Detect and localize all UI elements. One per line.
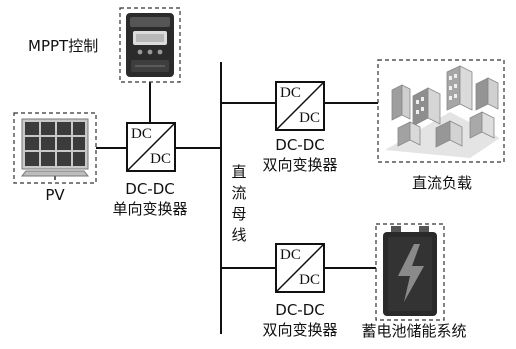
unidirectional-converter-box: DC DC	[126, 122, 176, 172]
converter-input-label: DC	[280, 247, 301, 263]
battery-converter-subtitle: 双向变换器	[262, 321, 338, 339]
city-buildings-icon	[377, 59, 505, 163]
lightning-bolt-icon	[398, 244, 424, 302]
battery-icon	[375, 223, 445, 321]
load-bidirectional-converter-box: DC DC	[275, 81, 325, 131]
converter-diagonal	[277, 83, 323, 129]
connection-lines	[96, 62, 378, 334]
pv-label: PV	[45, 186, 65, 204]
dc-load-label: 直流负载	[411, 174, 472, 192]
battery-converter-title: DC-DC	[275, 301, 325, 319]
dc-bus-label: 直 流 母 线	[230, 162, 248, 246]
mppt-label: MPPT控制	[28, 37, 99, 55]
converter-input-label: DC	[131, 126, 152, 142]
unidirectional-converter-title: DC-DC	[125, 180, 175, 198]
unidirectional-converter-subtitle: 单向变换器	[112, 200, 188, 218]
battery-bidirectional-converter-box: DC DC	[275, 243, 325, 293]
converter-output-label: DC	[150, 151, 171, 167]
dc-bus-char: 流	[231, 184, 247, 202]
converter-diagonal	[277, 245, 323, 291]
dc-bus-char: 直	[231, 163, 247, 181]
load-converter-subtitle: 双向变换器	[262, 156, 338, 174]
mppt-controller-icon	[119, 7, 181, 83]
converter-output-label: DC	[299, 110, 320, 126]
dc-bus-char: 线	[231, 226, 247, 244]
solar-panel-icon	[13, 112, 97, 184]
converter-diagonal	[128, 124, 174, 170]
converter-input-label: DC	[280, 85, 301, 101]
load-converter-title: DC-DC	[275, 136, 325, 154]
storage-label: 蓄电池储能系统	[361, 322, 467, 340]
converter-output-label: DC	[299, 272, 320, 288]
dc-bus-char: 母	[231, 205, 247, 223]
